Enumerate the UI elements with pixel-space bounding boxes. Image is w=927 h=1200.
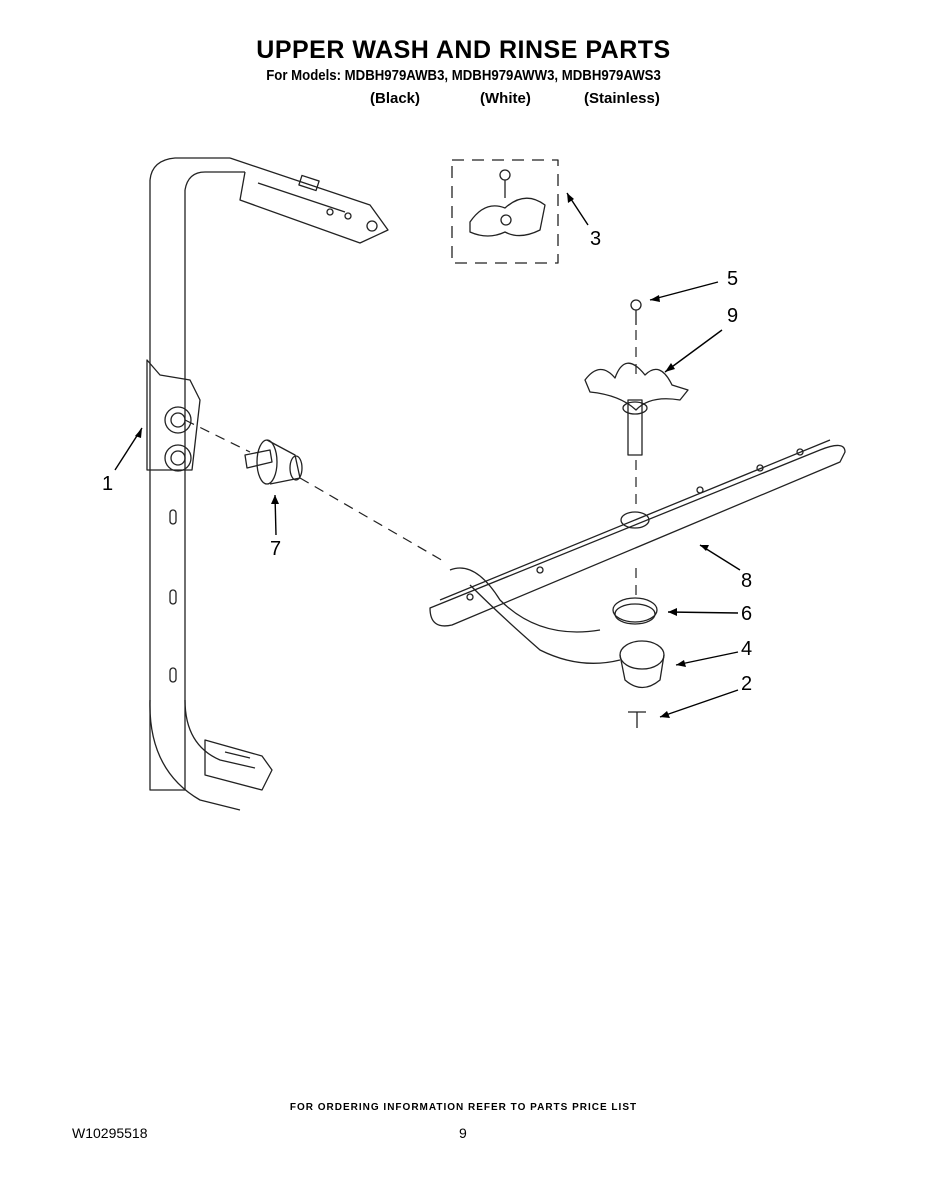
variant-white: (White): [480, 90, 531, 107]
spray-arm-part-8: [429, 439, 846, 627]
arrow-heads: [135, 193, 709, 718]
callout-4: 4: [741, 638, 753, 660]
connector-part: [244, 439, 303, 485]
document-number: W10295518: [72, 1125, 148, 1141]
callout-2: 2: [741, 673, 753, 695]
variant-black: (Black): [370, 90, 421, 107]
callout-1: 1: [102, 473, 114, 495]
callout-6: 6: [741, 603, 753, 625]
part-3-group: [451, 159, 559, 264]
page-title: UPPER WASH AND RINSE PARTS: [256, 36, 671, 64]
hose-and-hub-parts: [449, 567, 665, 728]
callout-7: 7: [270, 538, 282, 560]
assembly-lines: [184, 330, 637, 598]
callout-8: 8: [741, 570, 753, 592]
callout-3: 3: [590, 228, 602, 250]
callout-9: 9: [727, 305, 739, 327]
bracket-part-9: [584, 362, 689, 456]
variant-stainless: (Stainless): [584, 90, 660, 107]
screw-part-5: [630, 299, 642, 325]
callout-5: 5: [727, 268, 739, 290]
model-list: For Models: MDBH979AWB3, MDBH979AWW3, MD…: [266, 67, 661, 84]
leader-arrows: [114, 192, 741, 718]
page-number: 9: [459, 1125, 467, 1141]
ordering-note: FOR ORDERING INFORMATION REFER TO PARTS …: [289, 1102, 638, 1113]
